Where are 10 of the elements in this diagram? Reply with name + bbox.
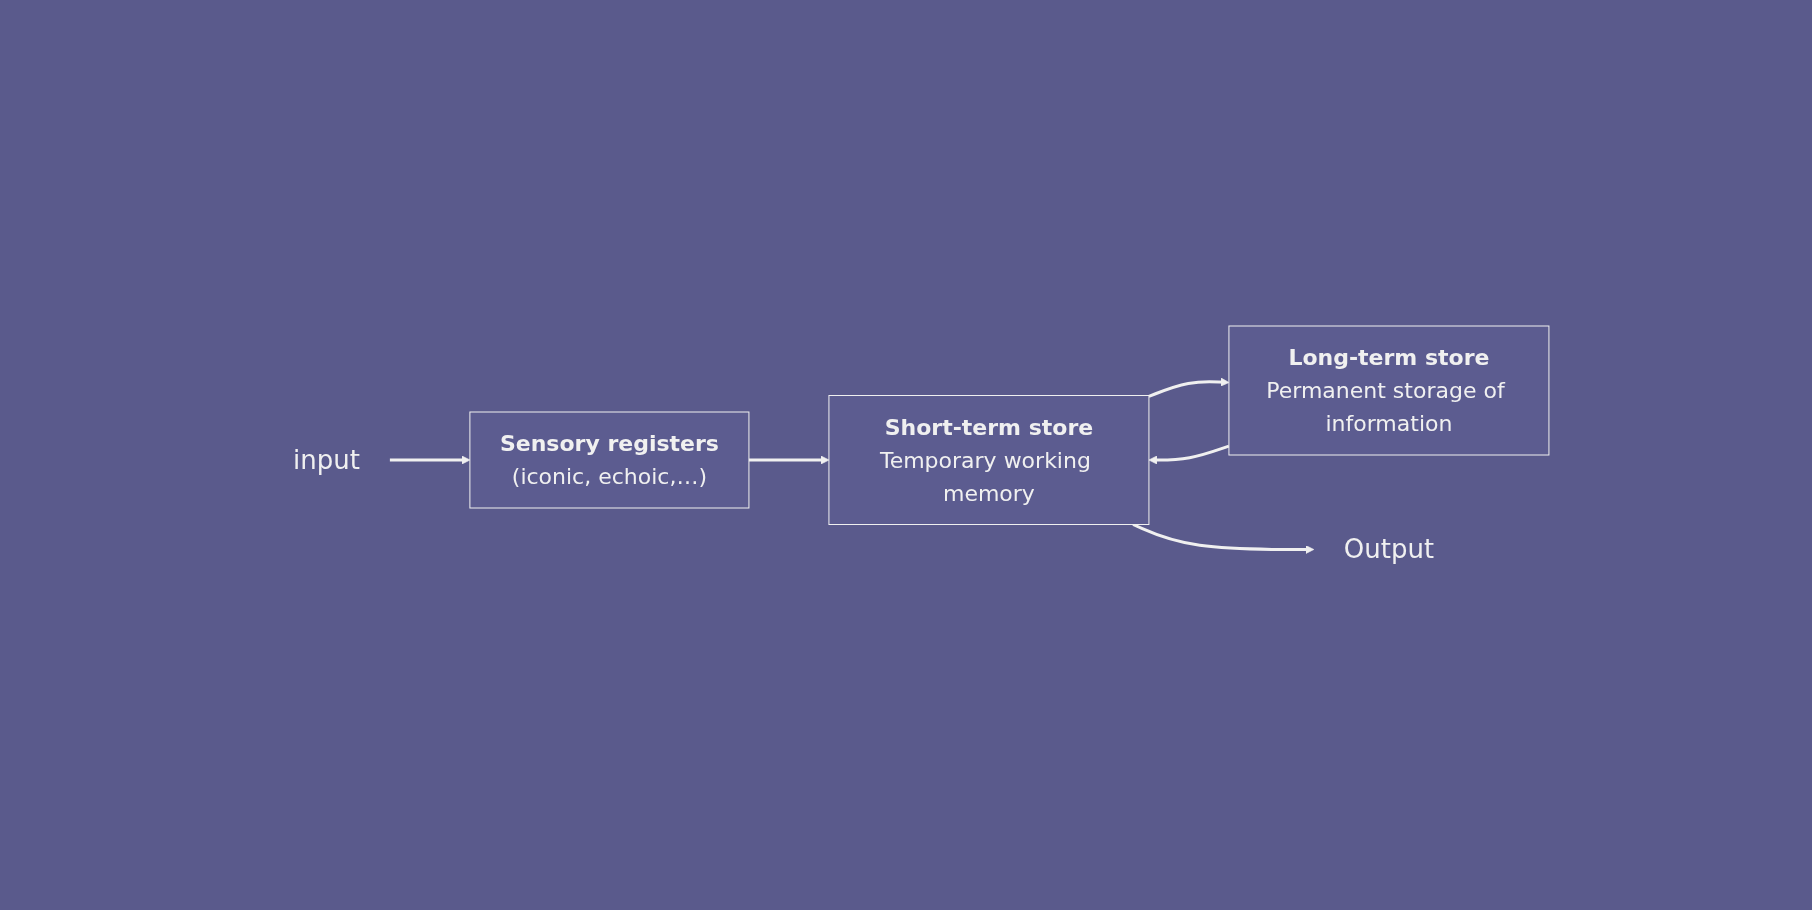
arrow (748, 455, 830, 465)
arrow (1148, 444, 1230, 465)
node-box: Short-term store Temporary working memory (828, 395, 1150, 525)
node-text: Output (1343, 534, 1435, 564)
node-box: Sensory registers (iconic, echoic,…) (469, 411, 750, 509)
arrow (389, 455, 471, 465)
node-box: Long-term store Permanent storage of information (1228, 325, 1550, 456)
arrow (1132, 523, 1315, 554)
arrow (1148, 377, 1230, 398)
node-text: input (293, 444, 360, 475)
